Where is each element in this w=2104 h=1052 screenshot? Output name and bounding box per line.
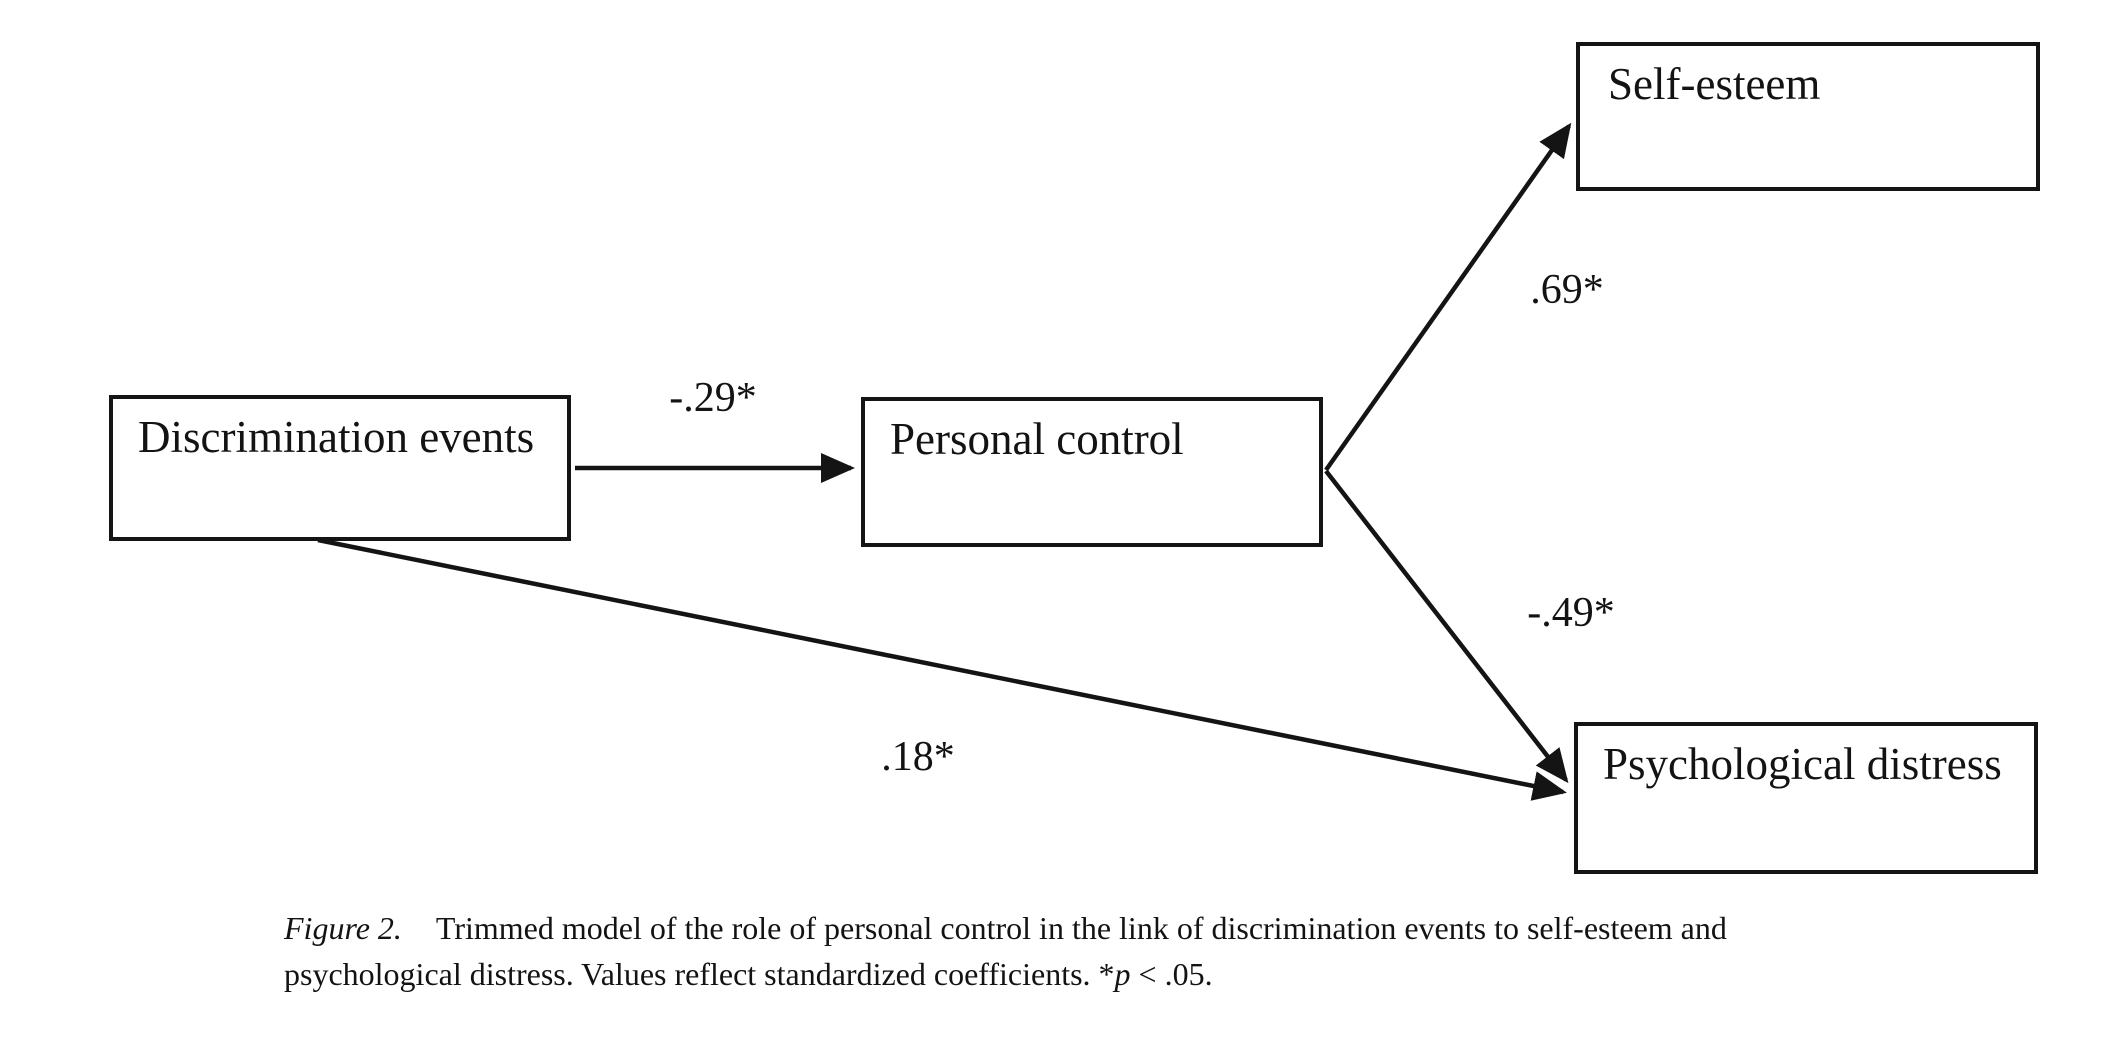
node-psychological-distress: Psychological distress: [1574, 722, 2038, 874]
caption-line2-prefix: psychological distress. Values reflect s…: [284, 956, 1115, 992]
caption-line1-text: Trimmed model of the role of personal co…: [435, 910, 1727, 946]
coefficient-discrimination-to-personal-control: -.29*: [669, 375, 757, 421]
caption-line-2: psychological distress. Values reflect s…: [284, 951, 1727, 997]
node-self-esteem: Self-esteem: [1576, 42, 2040, 191]
arrow-discrimination-to-psychological-distress: [317, 537, 1567, 801]
figure-caption: Figure 2. Trimmed model of the role of pe…: [284, 905, 1727, 997]
caption-line2-p-symbol: p: [1114, 956, 1131, 992]
node-label-personal-control: Personal control: [890, 414, 1184, 464]
coefficient-personal-control-to-self-esteem: .69*: [1530, 267, 1604, 313]
coefficient-discrimination-to-psychological-distress: .18*: [881, 734, 955, 780]
node-label-self-esteem: Self-esteem: [1608, 59, 1821, 109]
node-personal-control: Personal control: [861, 397, 1323, 547]
caption-figure-number: Figure 2.: [284, 910, 402, 946]
coefficient-personal-control-to-psychological-distress: -.49*: [1527, 590, 1615, 636]
caption-line-1: Figure 2. Trimmed model of the role of pe…: [284, 905, 1727, 951]
arrow-personal-control-to-psychological-distress: [1324, 469, 1569, 784]
node-label-psychological-distress: Psychological distress: [1603, 739, 2002, 789]
arrow-personal-control-to-self-esteem: [1324, 122, 1572, 472]
node-label-discrimination-events: Discrimination events: [138, 412, 535, 462]
node-discrimination-events: Discrimination events: [109, 395, 571, 541]
caption-line2-suffix: < .05.: [1130, 956, 1213, 992]
